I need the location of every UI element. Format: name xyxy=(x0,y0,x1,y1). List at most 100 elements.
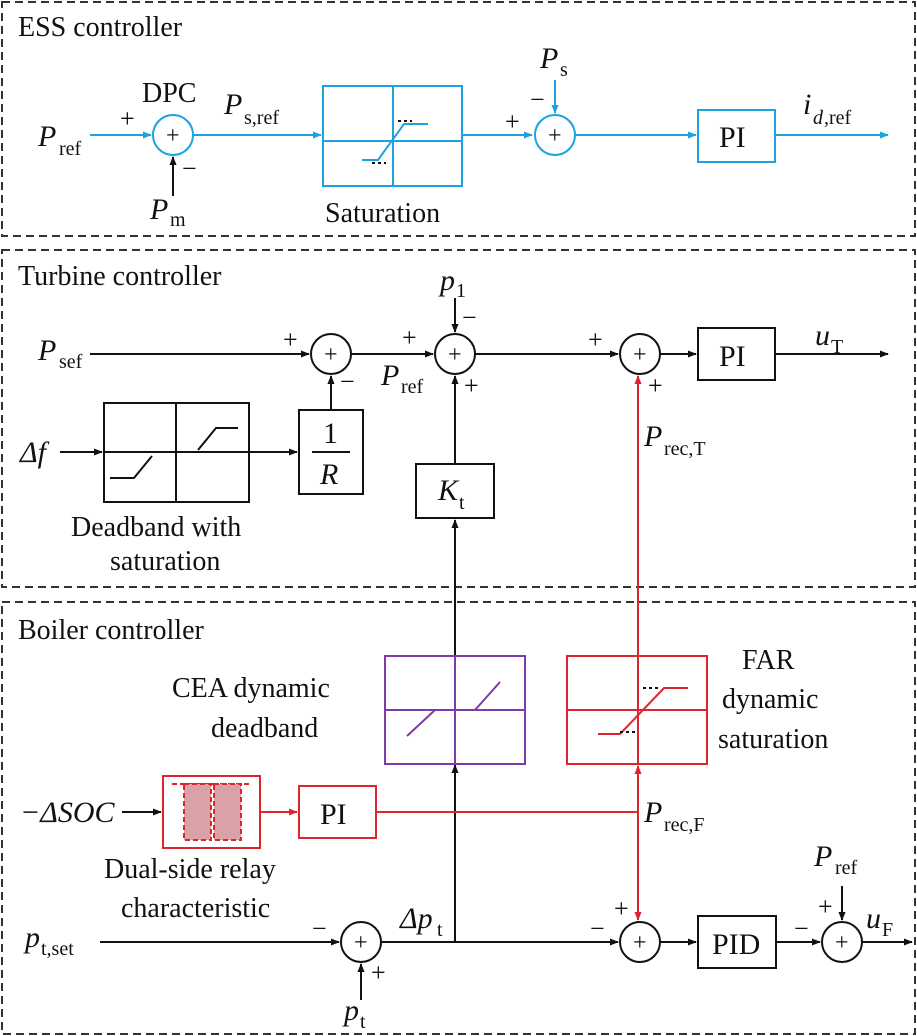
ess-minus-sign: − xyxy=(182,154,197,183)
svg-text:K: K xyxy=(437,474,460,507)
ess-p-m-label: P m xyxy=(149,193,186,231)
svg-text:i: i xyxy=(803,88,811,121)
turbine-ut-label: u T xyxy=(815,319,843,358)
svg-text:P: P xyxy=(223,88,242,121)
ess-plus-sign: + xyxy=(120,104,135,133)
svg-text:p: p xyxy=(23,921,40,954)
boiler-relay-block xyxy=(162,775,261,849)
svg-text:s: s xyxy=(560,59,568,81)
svg-text:+: + xyxy=(835,930,849,956)
turbine-kt-block: K t xyxy=(415,463,495,519)
turbine-droop-block: 1 R xyxy=(298,409,364,495)
boiler-minus-sign-3: − xyxy=(794,914,809,943)
turbine-p-rect-label: P rec,T xyxy=(643,420,706,460)
turbine-second-summing-junction: + xyxy=(434,333,476,375)
svg-text:1: 1 xyxy=(456,280,466,302)
svg-text:rec,F: rec,F xyxy=(664,814,705,836)
svg-text:u: u xyxy=(866,902,881,935)
svg-text:PI: PI xyxy=(719,121,746,154)
boiler-far-label-line2: dynamic xyxy=(722,684,818,715)
svg-text:rec,T: rec,T xyxy=(664,438,706,460)
svg-text:d: d xyxy=(813,107,824,129)
ess-minus-sign-2: − xyxy=(530,85,545,114)
boiler-section-title: Boiler controller xyxy=(18,615,205,646)
svg-text:ref: ref xyxy=(59,138,82,160)
boiler-p-ref-label: P ref xyxy=(813,840,858,879)
turbine-minus-sign-2: − xyxy=(462,303,477,332)
svg-text:+: + xyxy=(548,123,562,149)
ess-saturation-block xyxy=(322,85,463,187)
svg-text:PI: PI xyxy=(719,340,746,373)
boiler-plus-sign-1: + xyxy=(371,958,386,987)
ess-pi-block: PI xyxy=(697,109,776,163)
ess-p-ref-label: P ref xyxy=(37,120,82,160)
turbine-deadband-label-line2: saturation xyxy=(110,546,220,577)
svg-text:+: + xyxy=(633,930,647,956)
svg-text:P: P xyxy=(37,334,56,367)
boiler-cea-deadband-block xyxy=(384,655,526,765)
svg-text:p: p xyxy=(342,994,359,1027)
boiler-pt-label: p t xyxy=(342,994,366,1033)
svg-text:P: P xyxy=(149,193,168,226)
boiler-relay-label-line2: characteristic xyxy=(121,893,270,924)
svg-text:sef: sef xyxy=(59,351,83,373)
svg-text:+: + xyxy=(633,342,647,368)
turbine-deadband-label-line1: Deadband with xyxy=(71,512,241,543)
boiler-pid-block: PID xyxy=(697,915,777,969)
turbine-deadband-block xyxy=(103,402,250,503)
ess-dpc-label: DPC xyxy=(142,78,196,109)
turbine-plus-sign-4: + xyxy=(588,325,603,354)
svg-text:ref: ref xyxy=(835,857,858,879)
turbine-section-title: Turbine controller xyxy=(18,261,222,292)
ess-dpc-summing-junction: + xyxy=(152,114,194,156)
turbine-p-sef-label: P sef xyxy=(37,334,83,373)
svg-text:PI: PI xyxy=(320,798,347,831)
boiler-section-frame xyxy=(1,601,916,1035)
ess-p-sref-label: P s,ref xyxy=(223,88,279,129)
turbine-section-frame xyxy=(1,249,916,588)
svg-text:t,set: t,set xyxy=(41,938,74,960)
boiler-relay-label-line1: Dual-side relay xyxy=(104,854,276,885)
svg-text:ref: ref xyxy=(401,376,424,398)
boiler-far-saturation-block xyxy=(566,655,708,765)
svg-text:PID: PID xyxy=(712,928,760,961)
boiler-p-recf-label: P rec,F xyxy=(643,796,705,836)
boiler-cea-label-line1: CEA dynamic xyxy=(172,673,330,704)
svg-text:t: t xyxy=(437,919,443,941)
svg-text:s,ref: s,ref xyxy=(244,107,279,129)
svg-text:t: t xyxy=(360,1011,366,1033)
svg-text:1: 1 xyxy=(323,417,338,450)
boiler-pt-set-label: p t,set xyxy=(23,921,74,960)
turbine-minus-sign-1: − xyxy=(340,367,355,396)
svg-text:T: T xyxy=(831,336,843,358)
svg-text:F: F xyxy=(882,919,893,941)
svg-text:−ΔSOC: −ΔSOC xyxy=(20,796,116,829)
turbine-third-summing-junction: + xyxy=(619,333,661,375)
boiler-minus-sign-1: − xyxy=(312,914,327,943)
svg-text:P: P xyxy=(813,840,832,873)
boiler-plus-sign-2: + xyxy=(614,894,629,923)
boiler-second-summing-junction: + xyxy=(619,921,661,963)
svg-text:+: + xyxy=(354,930,368,956)
svg-text:Δf: Δf xyxy=(19,436,50,469)
svg-text:t: t xyxy=(459,492,465,514)
svg-text:u: u xyxy=(815,319,830,352)
svg-text:+: + xyxy=(166,123,180,149)
ess-plus-sign-2: + xyxy=(505,107,520,136)
svg-text:P: P xyxy=(380,359,399,392)
svg-text:p: p xyxy=(438,264,455,297)
turbine-plus-sign-3: + xyxy=(464,371,479,400)
boiler-cea-label-line2: deadband xyxy=(211,713,318,744)
svg-text:m: m xyxy=(170,209,186,231)
boiler-plus-sign-3: + xyxy=(818,892,833,921)
boiler-far-label-line1: FAR xyxy=(742,645,795,676)
svg-text:P: P xyxy=(643,796,662,829)
ess-power-summing-junction: + xyxy=(534,114,576,156)
boiler-pi-block: PI xyxy=(298,785,377,839)
svg-text:P: P xyxy=(37,120,56,153)
turbine-p1-label: p 1 xyxy=(438,264,466,302)
turbine-plus-sign-5: + xyxy=(648,371,663,400)
ess-i-dref-label: i d ,ref xyxy=(803,88,852,129)
boiler-minus-sign-2: − xyxy=(590,914,605,943)
boiler-uf-label: u F xyxy=(866,902,893,941)
